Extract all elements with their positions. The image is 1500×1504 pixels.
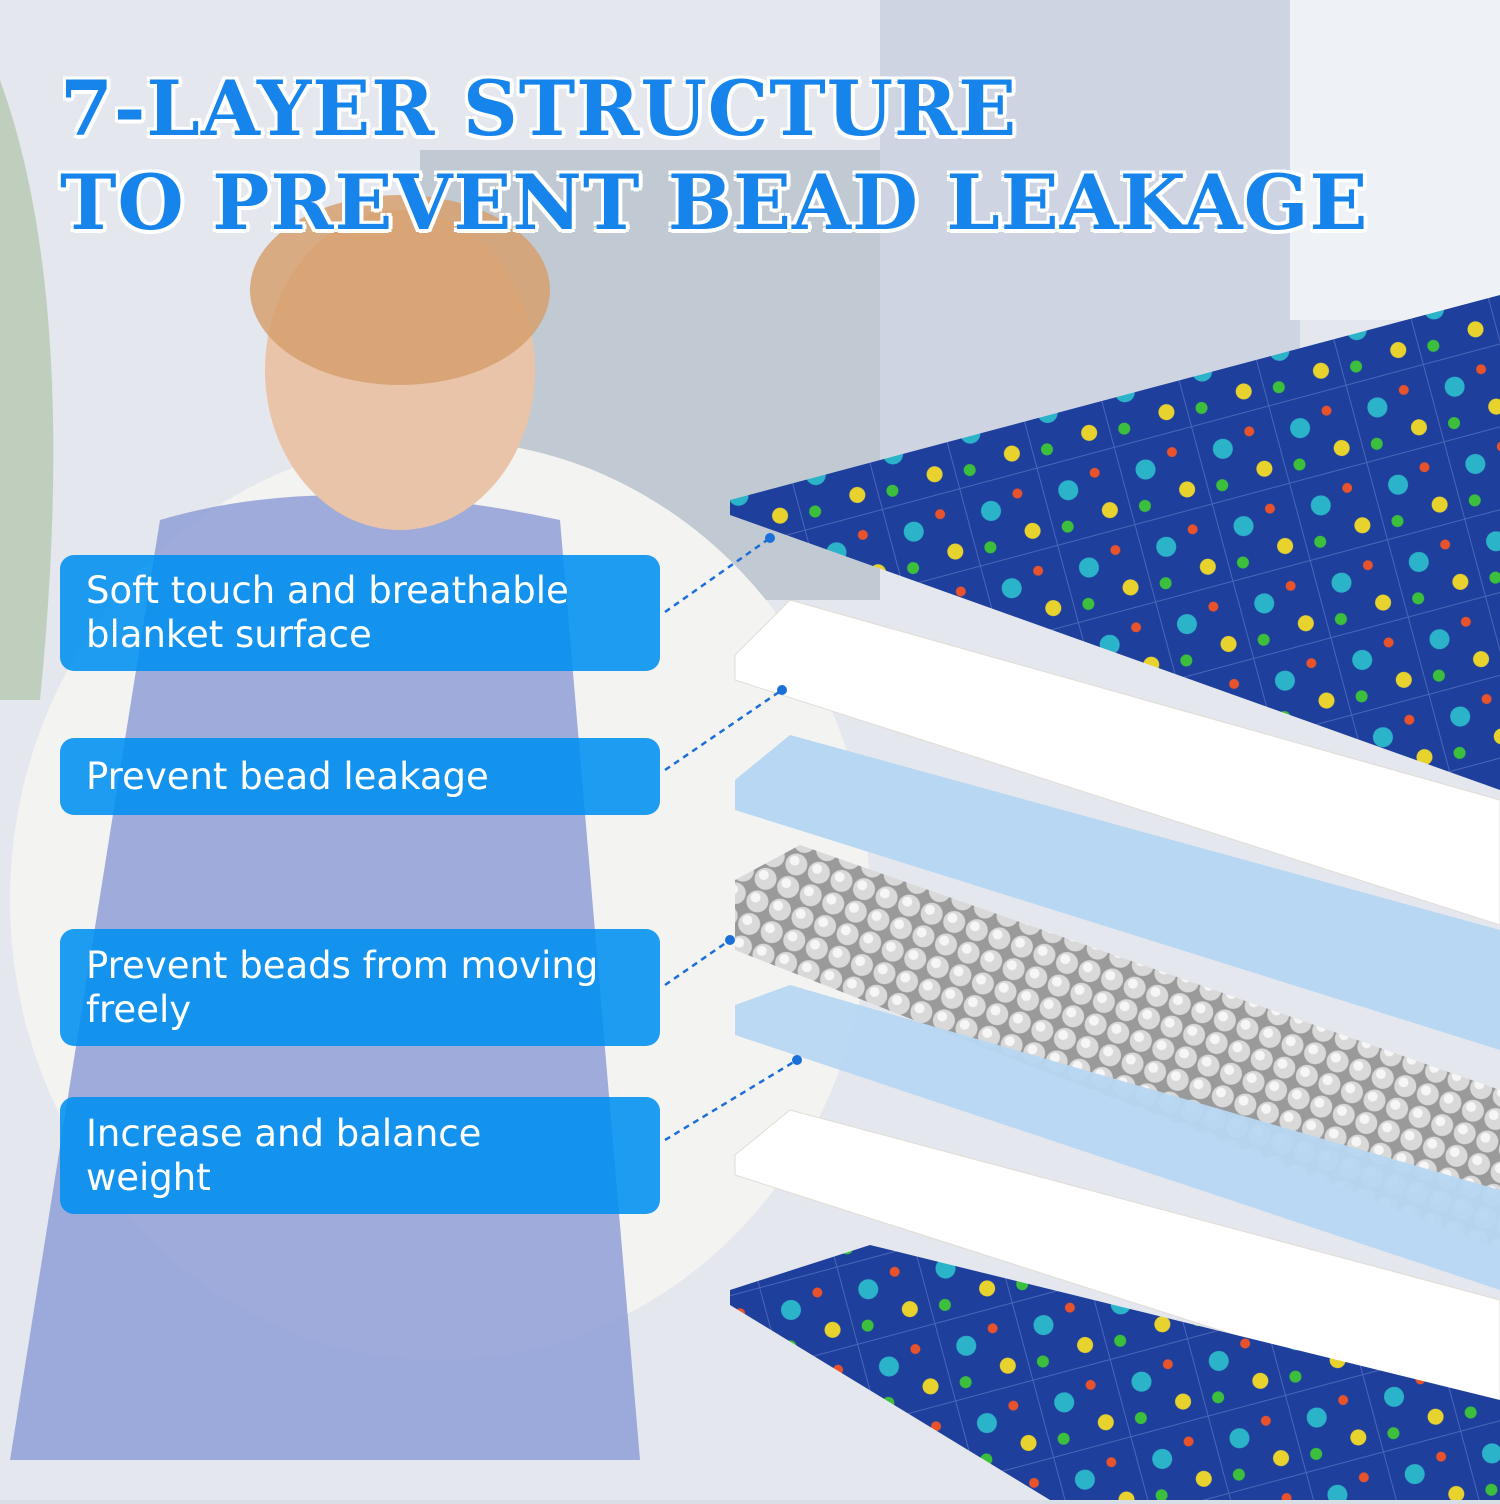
layer-top-fabric xyxy=(730,295,1500,790)
callout-bead-fixing: Prevent beads from moving freely xyxy=(60,929,660,1046)
callout-text: Prevent bead leakage xyxy=(86,754,489,798)
layer-white-1 xyxy=(734,599,1500,926)
layer-bottom-fabric xyxy=(730,1245,1500,1500)
callout-text: Increase and balance weight xyxy=(86,1111,482,1199)
headline-line-1: 7-LAYER STRUCTURE xyxy=(60,64,1018,153)
child-hair xyxy=(250,195,550,385)
callout-surface: Soft touch and breathable blanket surfac… xyxy=(60,555,660,671)
connector-dots xyxy=(725,533,802,1065)
layer-light-blue-1 xyxy=(735,735,1500,1050)
plant xyxy=(0,80,54,700)
connector-lines xyxy=(664,536,798,1142)
callout-text: Soft touch and breathable blanket surfac… xyxy=(86,569,569,656)
callout-leak-prevention: Prevent bead leakage xyxy=(60,738,660,815)
layer-white-2 xyxy=(734,1109,1500,1421)
headline-line-2: TO PREVENT BEAD LEAKAGE xyxy=(60,158,1369,247)
callout-weight: Increase and balance weight xyxy=(60,1097,660,1214)
headline: 7-LAYER STRUCTURE TO PREVENT BEAD LEAKAG… xyxy=(60,62,1368,250)
callout-text: Prevent beads from moving freely xyxy=(86,943,599,1031)
layer-light-blue-2 xyxy=(735,985,1500,1290)
